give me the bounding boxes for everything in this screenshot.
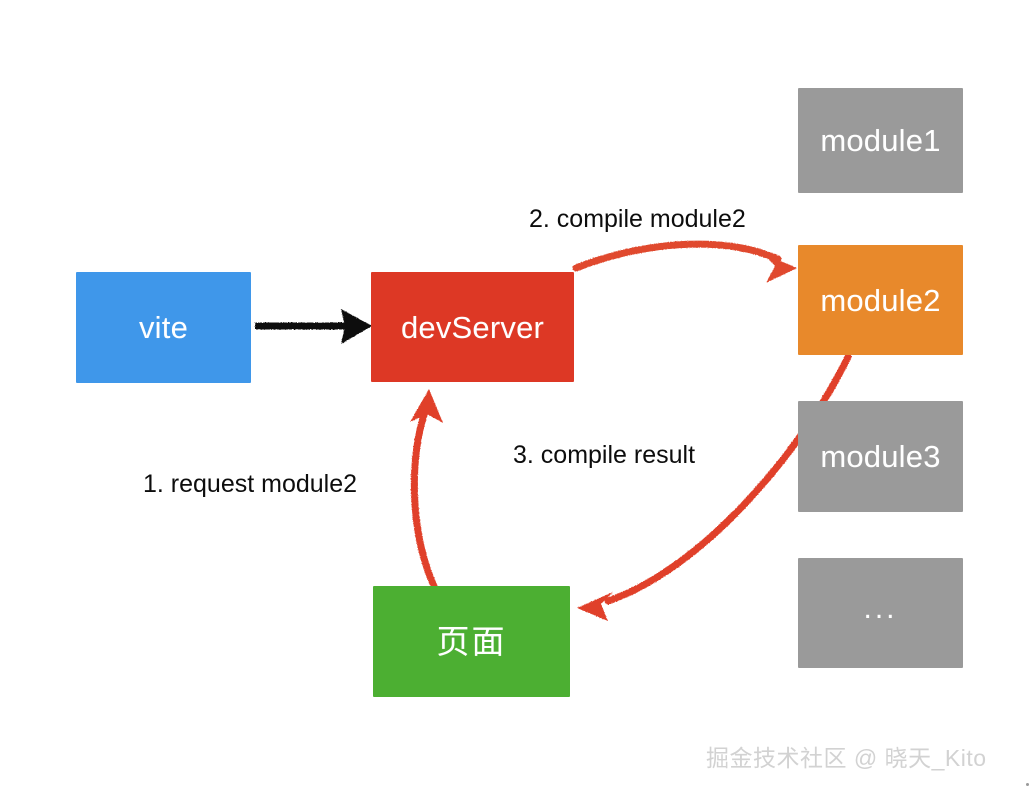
node-module1-label: module1 bbox=[820, 123, 941, 158]
node-module2-label: module2 bbox=[820, 282, 941, 318]
node-devserver[interactable]: devServer bbox=[371, 272, 574, 382]
edge-label-step3: 3. compile result bbox=[513, 441, 696, 469]
node-module2[interactable]: module2 bbox=[798, 245, 963, 355]
edge-label-step1: 1. request module2 bbox=[143, 470, 358, 498]
node-module3[interactable]: module3 bbox=[798, 401, 963, 512]
node-page-label: 页面 bbox=[436, 623, 507, 660]
watermark: 掘金技术社区 @ 晓天_Kito bbox=[706, 745, 987, 771]
node-page[interactable]: 页面 bbox=[373, 586, 570, 697]
node-module3-label: module3 bbox=[820, 439, 941, 474]
corner-dot bbox=[1026, 783, 1029, 786]
node-devserver-label: devServer bbox=[400, 309, 545, 345]
edge-label-step2: 2. compile module2 bbox=[529, 205, 746, 233]
node-more-modules-label: ... bbox=[863, 592, 898, 625]
edge-vite-to-devserver bbox=[255, 309, 372, 344]
edge-page-to-devserver bbox=[410, 389, 443, 590]
node-vite-label: vite bbox=[138, 310, 189, 345]
node-module1[interactable]: module1 bbox=[798, 88, 963, 193]
node-vite[interactable]: vite bbox=[76, 272, 251, 383]
node-more-modules[interactable]: ... bbox=[798, 558, 963, 668]
edge-devserver-to-module2 bbox=[572, 240, 797, 283]
